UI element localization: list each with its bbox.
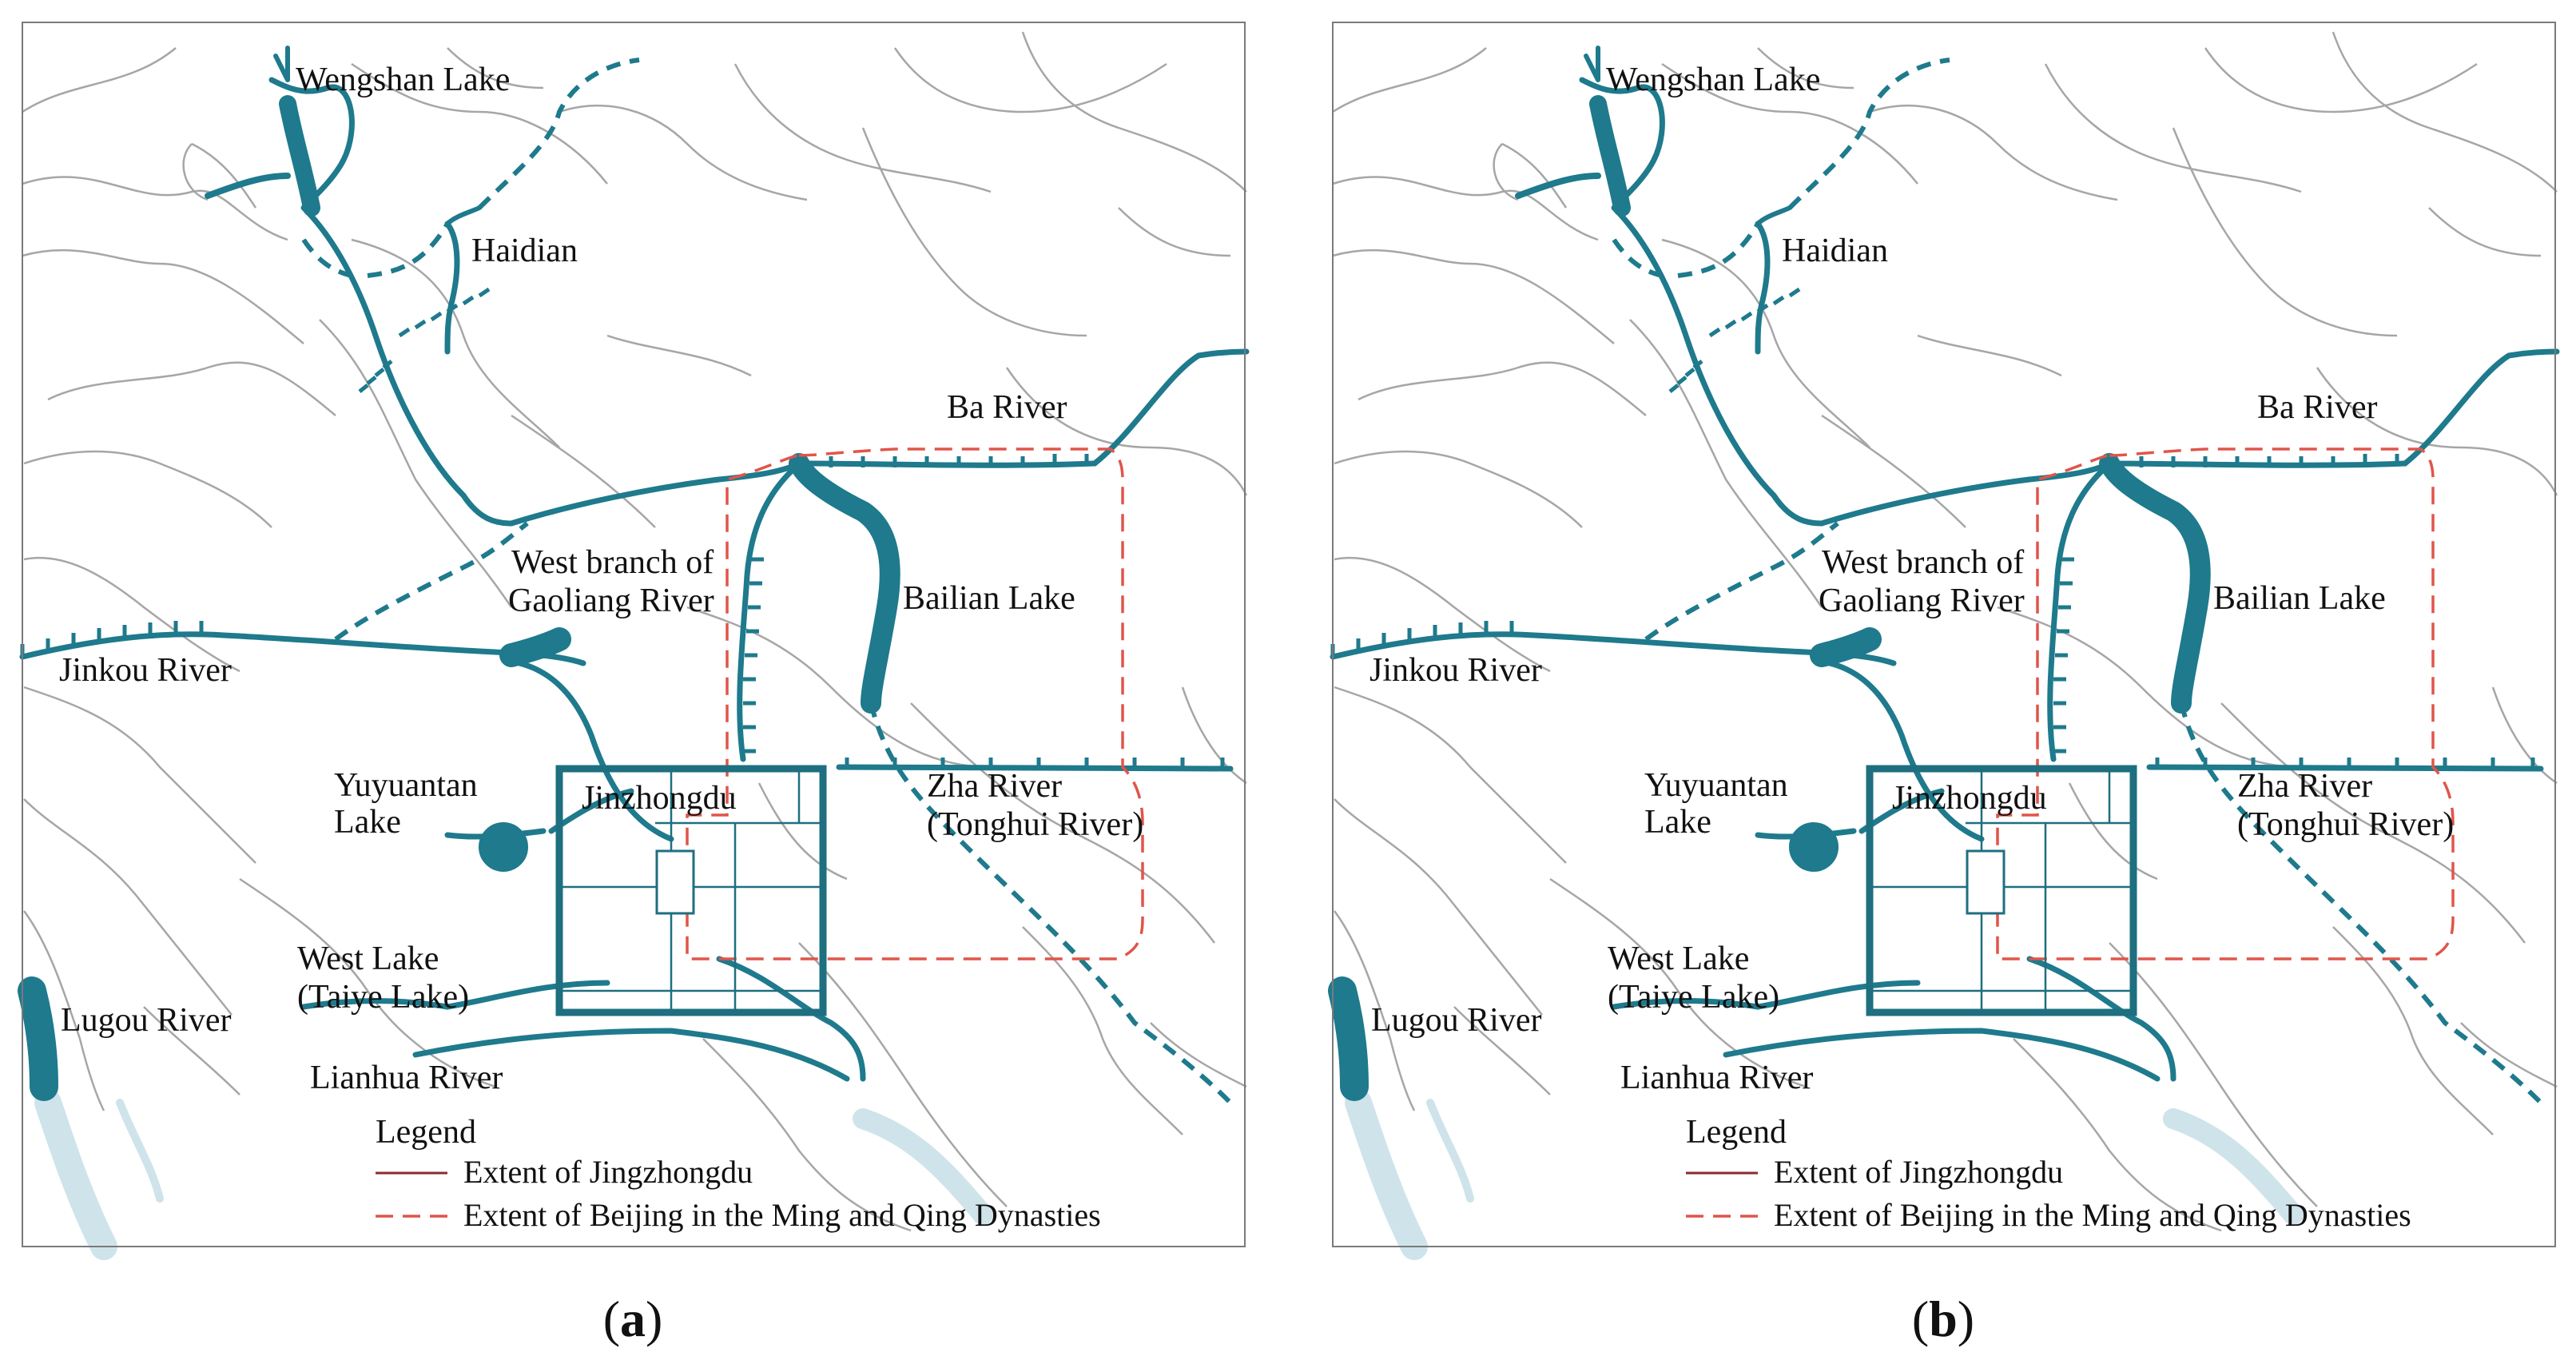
label-ba-river: Ba River	[947, 389, 1067, 426]
light-rivers	[1345, 1089, 2304, 1260]
map-panel-a: Wengshan Lake Haidian Ba River West bran…	[0, 0, 1266, 1364]
label-west-lake-1: West Lake	[297, 940, 439, 977]
map-frame	[1332, 22, 2556, 1247]
map-b: Wengshan Lake Haidian Ba River West bran…	[1328, 22, 2560, 1347]
ming-qing-extent	[686, 447, 1144, 960]
label-yuyuantan-1: Yuyuantan	[1644, 767, 1788, 804]
label-lugou-river: Lugou River	[61, 1002, 231, 1039]
rivers	[1328, 46, 2560, 1101]
rivers	[18, 46, 1250, 1101]
light-rivers	[34, 1089, 993, 1260]
jinzhongdu-extent	[555, 765, 827, 1016]
map-frame	[22, 22, 1246, 1247]
legend-item-jinzhongdu: Extent of Jingzhongdu	[463, 1154, 753, 1190]
legend-title: Legend	[376, 1114, 476, 1151]
label-jinkou-river: Jinkou River	[59, 652, 232, 689]
label-jinkou-river: Jinkou River	[1369, 652, 1542, 689]
label-lugou-river: Lugou River	[1371, 1002, 1541, 1039]
label-zha-river-1: Zha River	[2237, 768, 2372, 805]
label-west-branch-1: West branch of	[1822, 544, 2024, 581]
map-panel-b: Wengshan Lake Haidian Ba River West bran…	[1310, 0, 2576, 1364]
label-jinzhongdu: Jinzhongdu	[582, 780, 737, 817]
label-zha-river-2: (Tonghui River)	[927, 806, 1143, 843]
label-haidian: Haidian	[1782, 233, 1888, 269]
label-jinzhongdu: Jinzhongdu	[1892, 780, 2047, 817]
label-west-lake-1: West Lake	[1608, 940, 1749, 977]
map-labels: Wengshan Lake Haidian Ba River West bran…	[1369, 62, 2454, 1096]
label-bailian-lake: Bailian Lake	[2213, 580, 2386, 617]
river-hatches	[1330, 287, 2535, 769]
label-haidian: Haidian	[471, 233, 578, 269]
caption-a: (a)	[603, 1290, 663, 1347]
legend-item-ming-qing: Extent of Beijing in the Ming and Qing D…	[463, 1197, 1101, 1233]
label-ba-river: Ba River	[2257, 389, 2377, 426]
ming-qing-extent	[1996, 447, 2455, 960]
label-yuyuantan-1: Yuyuantan	[334, 767, 478, 804]
caption-b: (b)	[1912, 1290, 1974, 1347]
label-lianhua-river: Lianhua River	[1620, 1060, 1813, 1096]
contour-lines	[1332, 31, 2558, 1232]
river-hatches	[20, 287, 1225, 769]
legend: Legend Extent of Jingzhongdu Extent of B…	[1686, 1114, 2411, 1233]
label-zha-river-1: Zha River	[927, 768, 1062, 805]
label-west-branch-1: West branch of	[511, 544, 714, 581]
label-west-lake-2: (Taiye Lake)	[1608, 979, 1779, 1016]
label-wengshan-lake: Wengshan Lake	[1606, 62, 1820, 98]
dashed-rivers	[301, 58, 1233, 1105]
map-labels: Wengshan Lake Haidian Ba River West bran…	[59, 62, 1143, 1096]
label-west-branch-2: Gaoliang River	[1819, 583, 2025, 619]
label-yuyuantan-2: Lake	[1644, 804, 1711, 841]
label-bailian-lake: Bailian Lake	[903, 580, 1075, 617]
contour-lines	[22, 31, 1248, 1232]
legend: Legend Extent of Jingzhongdu Extent of B…	[376, 1114, 1101, 1233]
label-yuyuantan-2: Lake	[334, 804, 401, 841]
label-wengshan-lake: Wengshan Lake	[296, 62, 510, 98]
dashed-rivers	[1612, 58, 2543, 1105]
label-west-branch-2: Gaoliang River	[508, 583, 714, 619]
jinzhongdu-extent	[1866, 765, 2137, 1016]
label-zha-river-2: (Tonghui River)	[2237, 806, 2454, 843]
legend-item-ming-qing: Extent of Beijing in the Ming and Qing D…	[1774, 1197, 2411, 1233]
legend-title: Legend	[1686, 1114, 1787, 1151]
label-lianhua-river: Lianhua River	[310, 1060, 503, 1096]
map-a: Wengshan Lake Haidian Ba River West bran…	[18, 22, 1250, 1347]
label-west-lake-2: (Taiye Lake)	[297, 979, 469, 1016]
legend-item-jinzhongdu: Extent of Jingzhongdu	[1774, 1154, 2063, 1190]
